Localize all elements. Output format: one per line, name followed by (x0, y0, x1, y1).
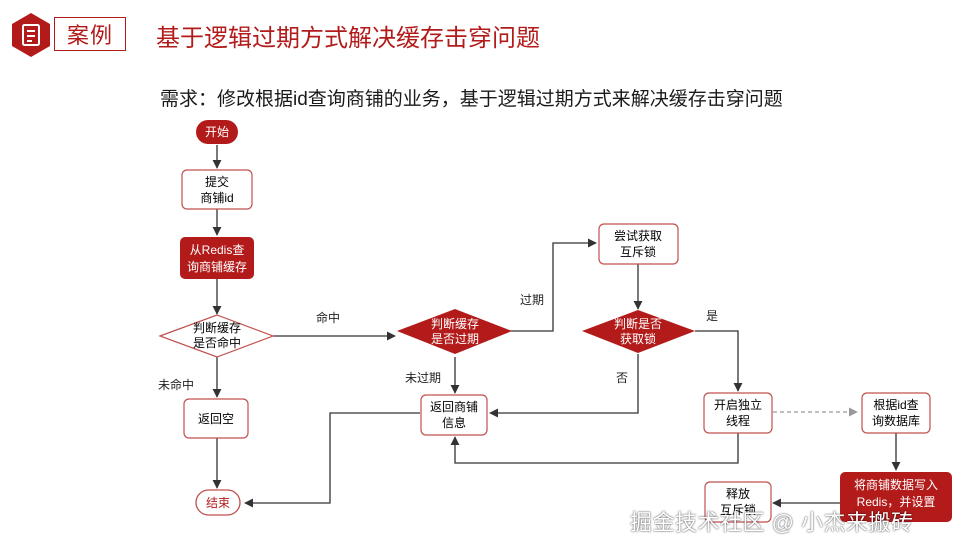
svg-text:判断缓存: 判断缓存 (431, 316, 479, 331)
node-open-thread: 开启独立 线程 (703, 392, 773, 434)
node-start-label: 开始 (205, 125, 229, 139)
svg-text:将商铺数据写入: 将商铺数据写入 (854, 477, 938, 492)
edge-label-no: 否 (616, 371, 628, 385)
edge-yes (695, 330, 743, 392)
node-start: 开始 (196, 120, 238, 144)
requirement-text: 需求：修改根据id查询商铺的业务，基于逻辑过期方式来解决缓存击穿问题 (160, 89, 783, 110)
node-query-redis: 从Redis查 询商铺缓存 (180, 237, 254, 279)
page-title: 基于逻辑过期方式解决缓存击穿问题 (156, 25, 540, 52)
edge-no (489, 354, 639, 418)
edge-label-expired: 过期 (520, 293, 544, 307)
node-submit: 提交 商铺id (181, 169, 253, 210)
svg-text:是否命中: 是否命中 (193, 335, 241, 350)
edge-expired (510, 238, 597, 332)
svg-text:返回空: 返回空 (198, 412, 234, 426)
document-icon (12, 13, 50, 57)
node-judge-lock: 判断是否 获取锁 (582, 310, 695, 353)
node-try-lock: 尝试获取 互斥锁 (598, 223, 679, 265)
node-return-info: 返回商铺 信息 (420, 394, 488, 436)
node-judge-expire: 判断缓存 是否过期 (397, 309, 512, 354)
svg-text:开启独立: 开启独立 (714, 397, 762, 412)
svg-text:询数据库: 询数据库 (872, 413, 920, 428)
svg-text:互斥锁: 互斥锁 (620, 244, 656, 259)
edge-label-yes: 是 (706, 309, 718, 323)
svg-text:线程: 线程 (726, 413, 750, 428)
svg-text:提交: 提交 (205, 174, 229, 189)
svg-text:信息: 信息 (442, 415, 466, 430)
svg-text:获取锁: 获取锁 (620, 331, 656, 346)
node-judge-hit: 判断缓存 是否命中 (158, 314, 275, 358)
svg-text:判断缓存: 判断缓存 (193, 320, 241, 335)
node-release-lock: 释放 互斥锁 (704, 481, 772, 523)
node-query-db: 根据id查 询数据库 (861, 392, 931, 434)
svg-text:判断是否: 判断是否 (614, 316, 662, 331)
svg-text:根据id查: 根据id查 (873, 398, 918, 412)
header-badge: 案例 (10, 12, 130, 58)
edge-label-miss: 未命中 (158, 377, 194, 392)
svg-text:释放: 释放 (726, 486, 750, 501)
node-return-empty: 返回空 (183, 398, 249, 439)
svg-text:从Redis查: 从Redis查 (190, 243, 245, 257)
edge-label-not-expired: 未过期 (405, 371, 441, 385)
section-badge: 案例 (54, 17, 126, 51)
svg-text:尝试获取: 尝试获取 (614, 228, 662, 243)
node-end: 结束 (195, 489, 241, 516)
edge-thread-returninfo (450, 433, 739, 464)
edge-returninfo-end (244, 412, 420, 508)
svg-text:结束: 结束 (206, 496, 230, 510)
edges (212, 145, 901, 508)
svg-text:询商铺缓存: 询商铺缓存 (187, 259, 247, 274)
svg-text:商铺id: 商铺id (200, 190, 233, 205)
svg-text:Redis，并设置: Redis，并设置 (857, 495, 936, 509)
watermark: 掘金技术社区 @ 小杰来搬砖 (630, 510, 914, 535)
edge-label-hit: 命中 (316, 310, 340, 325)
svg-text:是否过期: 是否过期 (431, 332, 479, 346)
node-write-redis: 将商铺数据写入 Redis，并设置 (840, 472, 952, 522)
svg-text:返回商铺: 返回商铺 (430, 399, 478, 414)
svg-text:互斥锁: 互斥锁 (720, 502, 756, 517)
